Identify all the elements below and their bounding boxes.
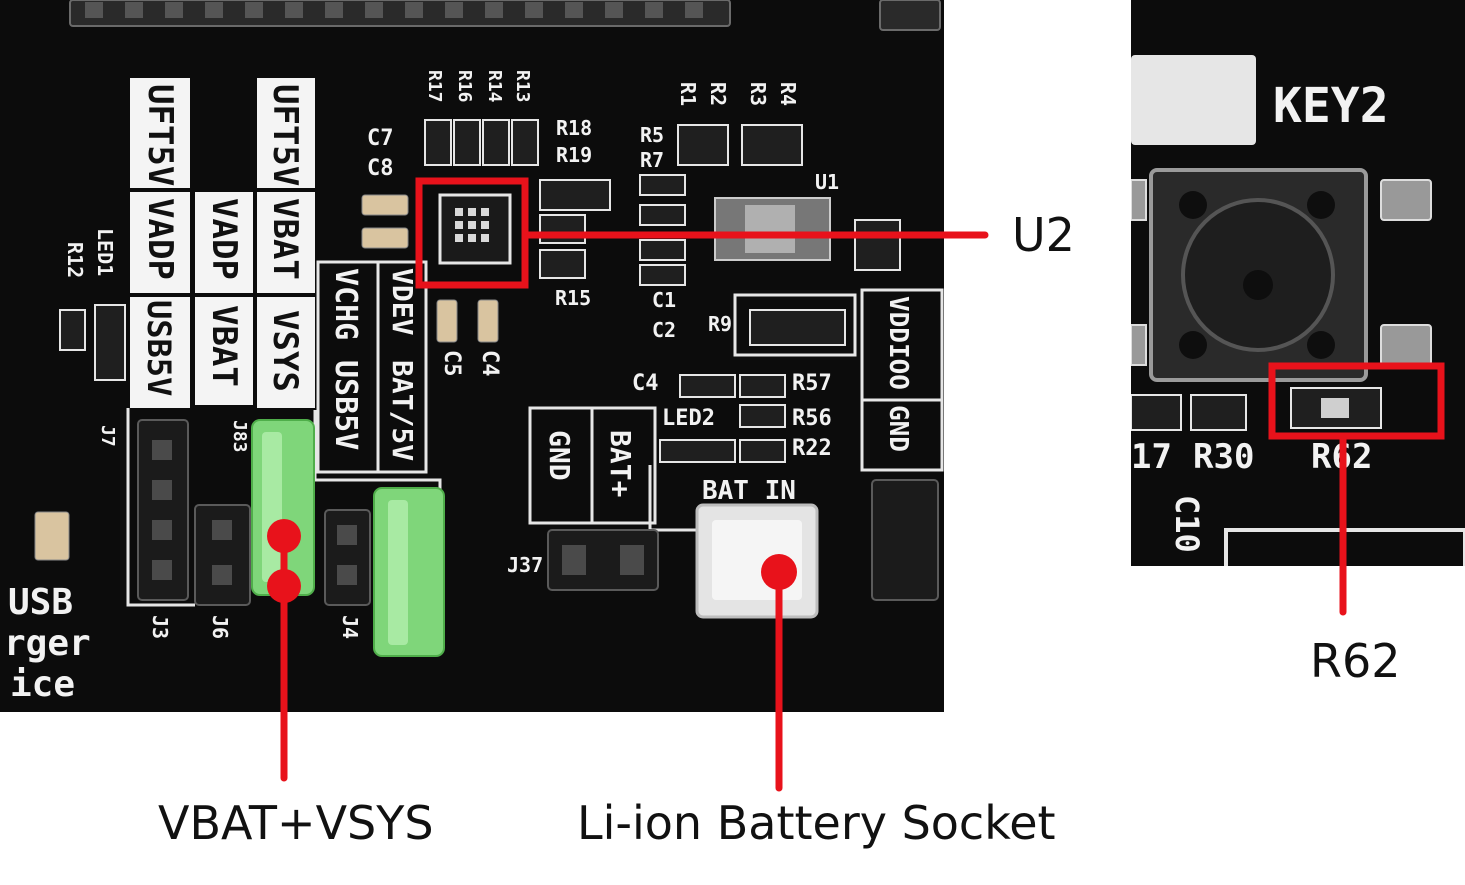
vbat-vsys-marker-1 [267,519,301,553]
pcb-artwork [34,0,944,657]
silk-r1: R1 [676,82,700,107]
silk-vsys-3: VSYS [265,310,305,392]
silk-r5: R5 [640,123,665,147]
r62-highlight-box [1268,362,1445,440]
silk-usb5v-4: USB5V [328,360,363,451]
callout-battery-socket: Li-ion Battery Socket [577,796,1056,850]
battery-socket-marker [761,554,797,590]
silk-c7: C7 [367,126,394,151]
silk-r4: R4 [776,82,800,107]
silk-vbat-3: VBAT [265,198,305,280]
silk-r17b: 17 [1131,437,1172,477]
silk-gnd-2: GND [883,405,913,452]
silk-j4: J4 [338,615,362,640]
silk-c4a: C4 [632,371,659,396]
silk-ice: ice [10,664,76,705]
silk-c10: C10 [1168,495,1206,553]
silk-c8: C8 [367,156,394,181]
vbat-vsys-marker-2 [267,569,301,603]
silk-led1: LED1 [93,228,117,277]
silk-c5: C5 [439,350,464,377]
silk-j83: J83 [229,420,250,453]
silk-led2: LED2 [662,406,715,431]
silk-r17: R17 [424,70,445,103]
silk-j3: J3 [148,615,172,640]
silk-key2: KEY2 [1273,78,1389,134]
silk-c1: C1 [652,288,677,312]
silk-r15: R15 [555,286,592,310]
silk-bat-in: BAT IN [702,476,796,506]
pcb-photo-key2: KEY2 17 R30 R62 C10 [1131,0,1465,566]
silk-r13: R13 [512,70,533,103]
u2-highlight-box [415,177,529,289]
silk-r3: R3 [746,82,770,107]
callout-r62: R62 [1310,634,1401,688]
silk-j6: J6 [208,615,232,640]
silk-u1: U1 [815,170,840,194]
silk-uft5v-1: UFT5V [140,84,180,187]
silk-vadp-1: VADP [140,198,180,280]
silk-r56: R56 [792,406,832,431]
silk-gnd-1: GND [543,430,576,481]
silk-r30: R30 [1193,437,1255,477]
silk-vbat-2: VBAT [204,305,244,387]
silk-r12: R12 [63,242,87,279]
silk-r18: R18 [556,116,593,140]
silk-r14: R14 [484,70,505,103]
pcb-photo-main: UFT5V VADP USB5V VADP VBAT UFT5V VBAT VS… [0,0,944,712]
silk-c4b: C4 [477,350,502,377]
silk-vdev: VDEV [386,268,419,336]
silk-c2: C2 [652,318,677,342]
silk-usb5v-1: USB5V [140,300,178,397]
silk-usb: USB [8,582,74,623]
silk-vadp-2: VADP [204,198,244,280]
silk-r22: R22 [792,436,832,461]
silk-r19: R19 [556,143,593,167]
silk-bat5v: BAT/5V [386,360,419,462]
key2-artwork [1131,55,1465,566]
silk-bat-plus: BAT+ [604,430,637,498]
callout-u2: U2 [1012,208,1075,262]
callout-vbat-vsys: VBAT+VSYS [158,796,434,850]
silk-j7: J7 [97,425,118,447]
silk-uft5v-3: UFT5V [265,84,305,187]
silk-vddioo: VDDIOO [883,296,913,390]
silk-r9: R9 [708,312,733,336]
silk-vchg: VCHG [328,268,363,341]
silk-rger: rger [4,623,91,664]
silk-r57: R57 [792,371,832,396]
silk-r16: R16 [454,70,475,103]
silk-r7: R7 [640,148,665,172]
silk-j37: J37 [507,553,544,577]
silk-r2: R2 [706,82,730,107]
